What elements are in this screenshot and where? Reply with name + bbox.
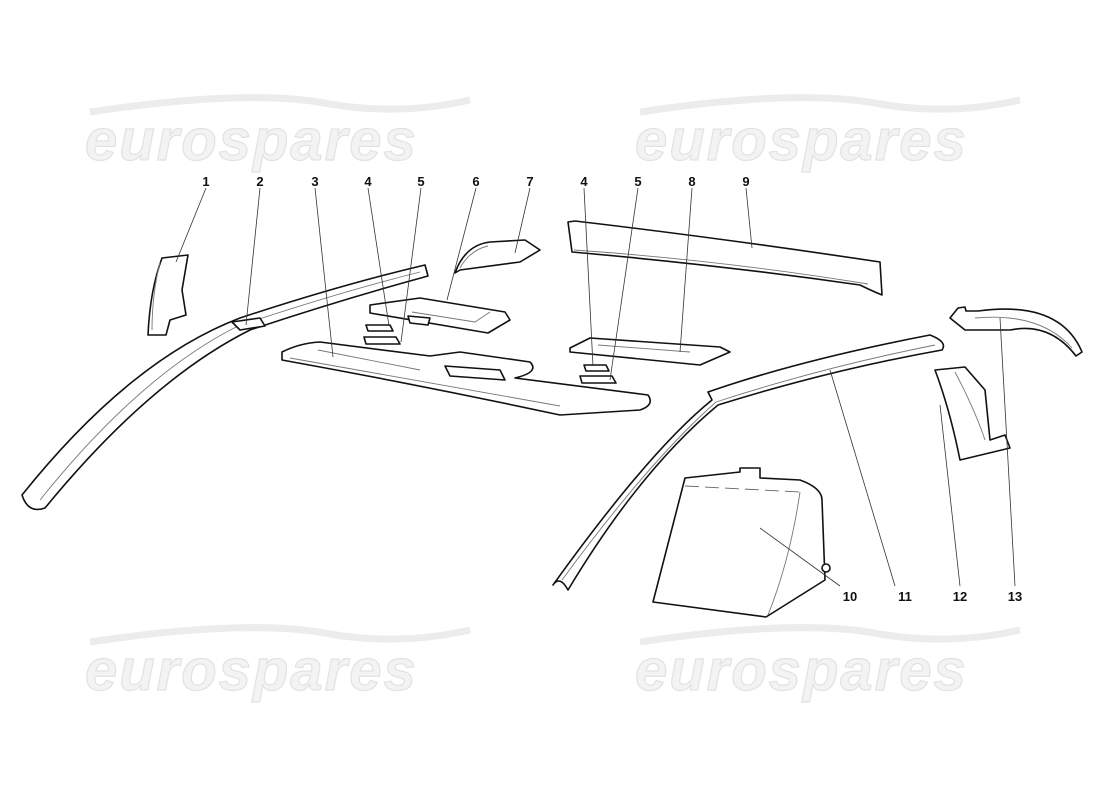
callout-2: 2 (256, 174, 263, 189)
part-12-trim (934, 366, 1011, 461)
callout-13: 13 (1008, 589, 1022, 604)
part-4-clip-left (365, 324, 394, 332)
callout-6: 6 (472, 174, 479, 189)
callout-12: 12 (953, 589, 967, 604)
part-10-cover (652, 467, 831, 618)
part-5-clip-right (579, 375, 617, 384)
callout-4: 4 (364, 174, 372, 189)
leader-lines (175, 187, 1016, 587)
callout-4-right: 4 (580, 174, 588, 189)
callout-3: 3 (311, 174, 318, 189)
callout-7: 7 (526, 174, 533, 189)
svg-text:eurospares: eurospares (85, 638, 418, 703)
svg-text:eurospares: eurospares (635, 108, 968, 173)
part-3-roof-strip (281, 341, 651, 416)
watermark-bottom-right: eurospares (634, 624, 1021, 704)
part-5-clip-left (363, 336, 401, 345)
part-7-bracket (454, 239, 541, 274)
part-6-panel (369, 297, 511, 334)
part-8-panel (569, 337, 731, 366)
part-13-trim (949, 306, 1083, 357)
part-1-trim (147, 254, 189, 336)
watermark-bottom-left: eurospares (84, 624, 471, 704)
svg-text:eurospares: eurospares (85, 108, 418, 173)
watermark-top-left: eurospares (84, 94, 471, 174)
part-9-header-panel (567, 220, 883, 296)
callout-10: 10 (843, 589, 857, 604)
callout-8: 8 (688, 174, 695, 189)
part-11-a-pillar-right (552, 334, 945, 591)
part-2-a-pillar-left (21, 264, 429, 511)
svg-text:eurospares: eurospares (635, 638, 968, 703)
part-4-clip-right (583, 364, 610, 372)
callout-1: 1 (202, 174, 209, 189)
callout-9: 9 (742, 174, 749, 189)
callout-11: 11 (898, 589, 912, 604)
callout-5-right: 5 (634, 174, 641, 189)
watermark-top-right: eurospares (634, 94, 1021, 174)
callout-5: 5 (417, 174, 424, 189)
